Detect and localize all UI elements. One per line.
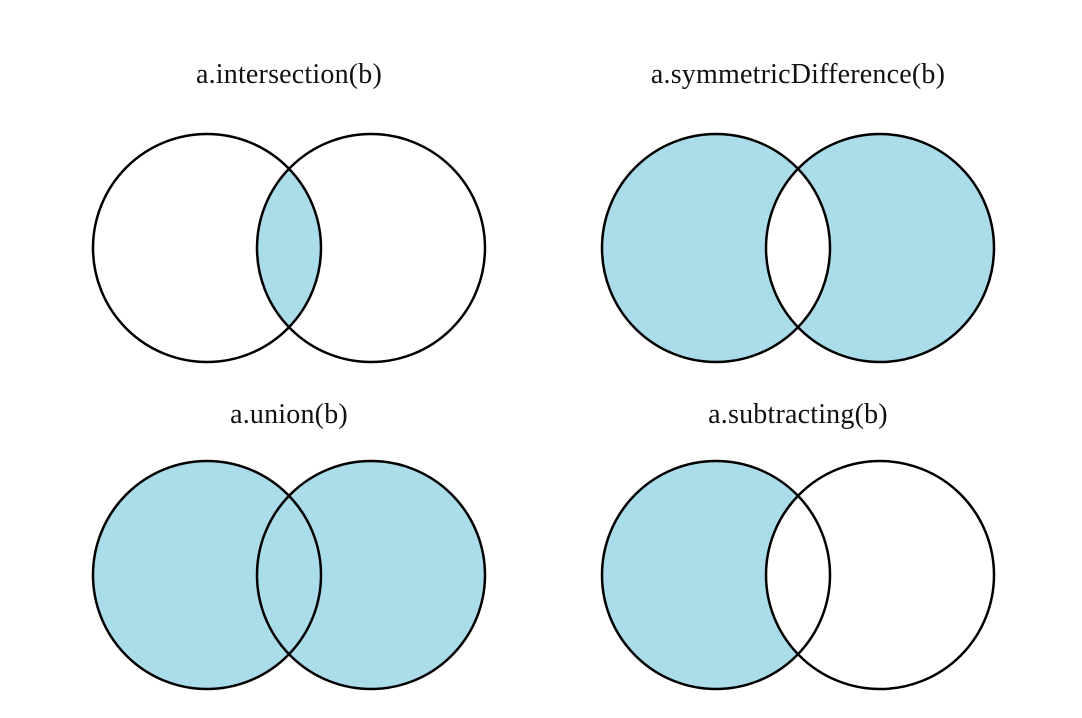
circle-b-outline: [764, 132, 996, 364]
circle-b-outline: [255, 132, 487, 364]
figure-symmetric-difference-title: a.symmetricDifference(b): [650, 59, 946, 90]
figure-union: a.union(b): [89, 396, 489, 695]
circle-a-fill: [93, 461, 321, 689]
circle-a-outline: [91, 132, 323, 364]
circle-a-fill: [602, 134, 830, 362]
venn-union-diagram: [91, 459, 487, 691]
venn-intersection-diagram: [91, 132, 487, 364]
figure-intersection: a.intersection(b): [89, 56, 489, 368]
venn-symmetric-difference-diagram: [600, 132, 996, 364]
figure-subtracting-title: a.subtracting(b): [708, 399, 888, 430]
circle-b-fill: [257, 461, 485, 689]
circle-b-fill: [766, 134, 994, 362]
circle-a-fill: [602, 461, 830, 689]
circle-b-outline: [255, 459, 487, 691]
figure-intersection-title: a.intersection(b): [195, 59, 383, 90]
circle-b-outline: [764, 459, 996, 691]
circle-a-outline: [600, 459, 832, 691]
circle-a-fill: [93, 134, 321, 362]
figure-symmetric-difference: a.symmetricDifference(b): [598, 56, 998, 368]
circle-a-outline: [600, 132, 832, 364]
circle-a-outline: [91, 459, 323, 691]
figure-subtracting: a.subtracting(b): [598, 396, 998, 695]
circle-b-fill: [766, 461, 994, 689]
circle-b-fill: [257, 134, 485, 362]
figure-union-title: a.union(b): [230, 399, 348, 430]
venn-subtracting-diagram: [600, 459, 996, 691]
